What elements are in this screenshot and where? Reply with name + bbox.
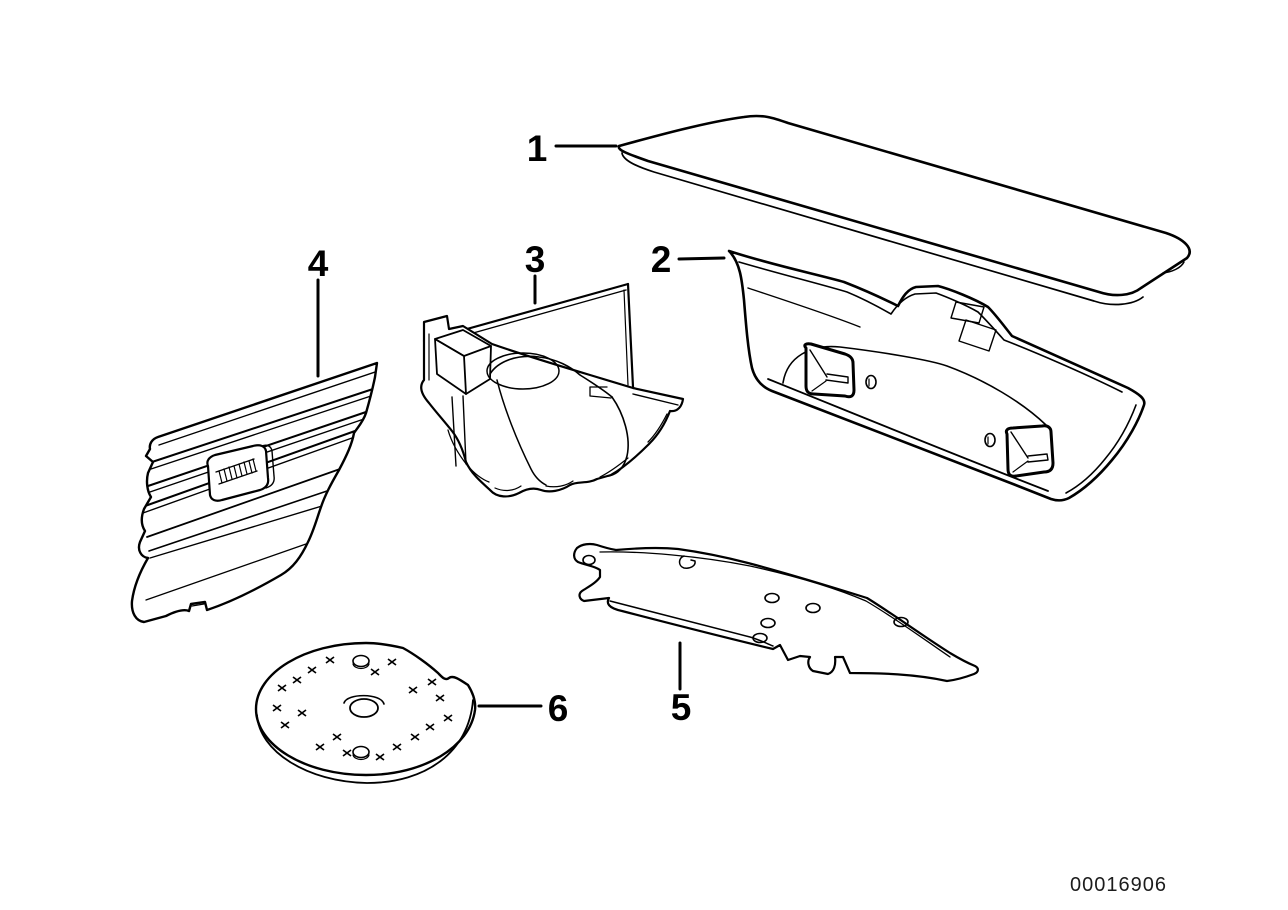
callout-label-4[interactable]: 4	[308, 243, 329, 284]
clip-hole-left	[865, 374, 877, 390]
callout-label-3[interactable]: 3	[525, 239, 546, 280]
callout-label-2[interactable]: 2	[651, 239, 672, 280]
handle-pocket-left	[803, 342, 856, 399]
leader-line-2	[677, 256, 726, 261]
part-3-wheel-arch-trim	[420, 282, 685, 498]
clip-hole-right	[984, 432, 996, 448]
center-hole	[349, 698, 379, 718]
top-hole	[352, 654, 370, 668]
panel-handle-recess	[206, 444, 275, 502]
part-1-parcel-shelf	[617, 114, 1191, 306]
part-4-lateral-trim-panel	[130, 361, 379, 624]
diagram-number: 00016906	[1070, 874, 1167, 896]
part-5-trunk-floor-panel	[573, 542, 979, 683]
spare-wheel-well-recess	[486, 352, 560, 390]
callout-label-6[interactable]: 6	[548, 688, 569, 729]
callout-label-1[interactable]: 1	[527, 128, 548, 169]
clip-mark	[678, 555, 696, 569]
part-6-spare-wheel-cover-disc	[254, 641, 477, 784]
part-2-trunk-lid-trim-panel	[727, 249, 1146, 502]
callout-label-5[interactable]: 5	[671, 687, 692, 728]
stud-x-marks	[272, 656, 453, 761]
bottom-hole	[352, 745, 370, 759]
mounting-holes	[582, 554, 909, 644]
handle-pocket-right	[1004, 424, 1055, 478]
